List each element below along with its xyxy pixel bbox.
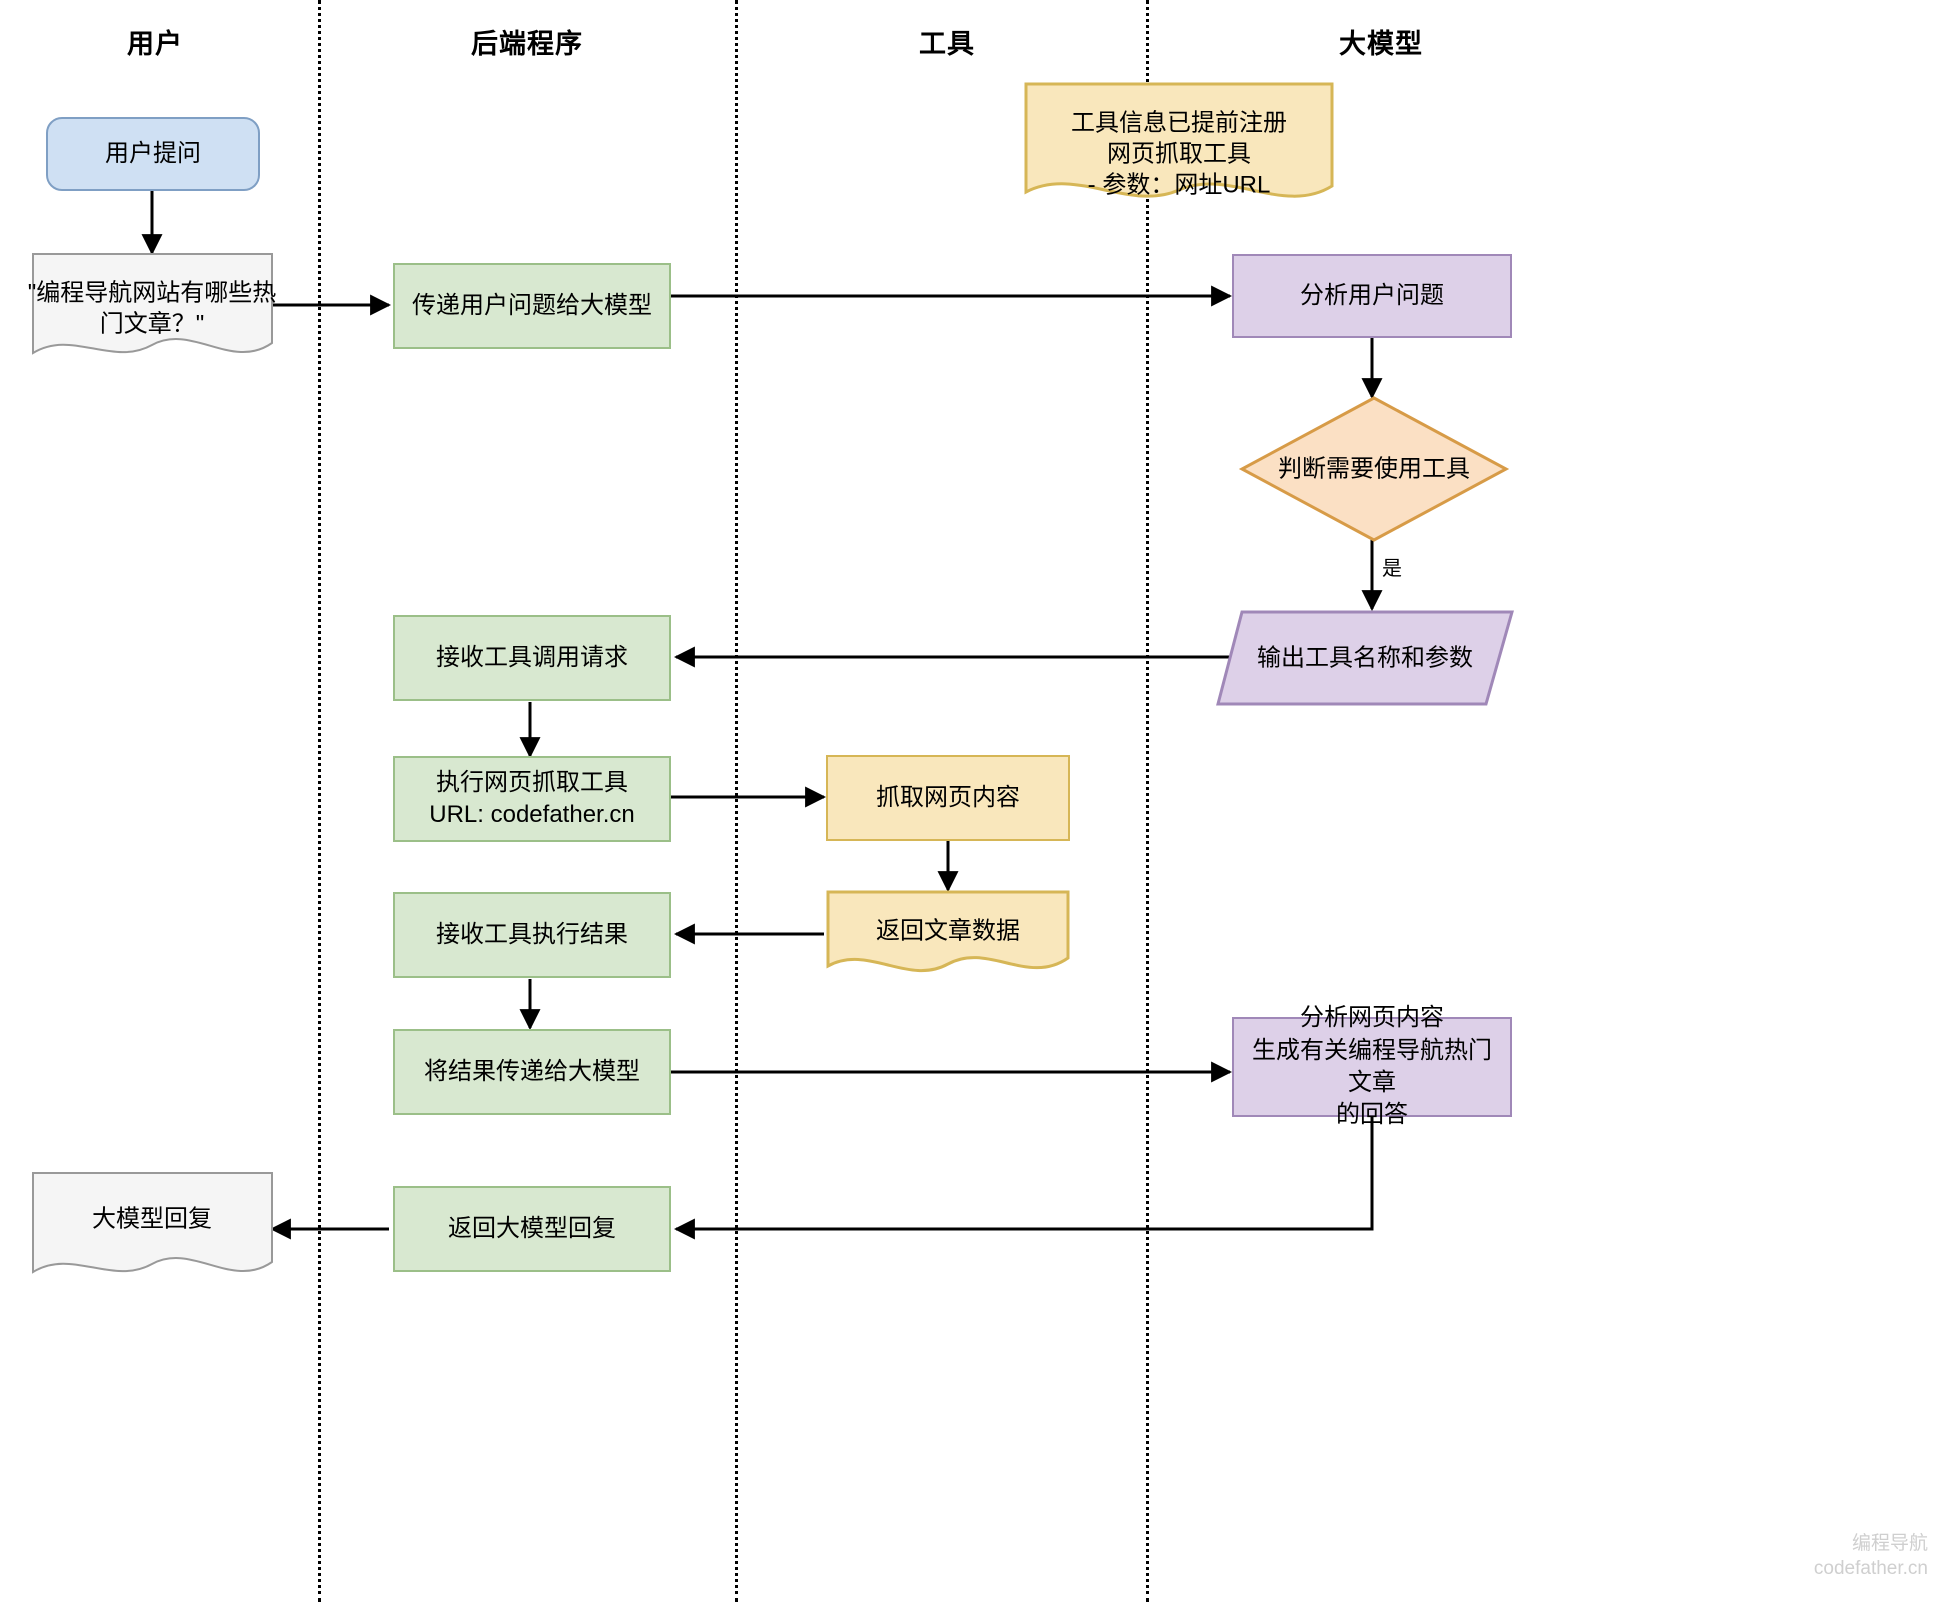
node-tool-registry-note-line2: 网页抓取工具	[1107, 140, 1251, 167]
node-user-question-start-label: 用户提问	[105, 139, 201, 167]
node-fetch-page-content[interactable]: 抓取网页内容	[826, 755, 1070, 841]
node-analyze-question[interactable]: 分析用户问题	[1232, 254, 1512, 338]
node-output-tool-name-args-label: 输出工具名称和参数	[1257, 644, 1473, 671]
node-tool-registry-note[interactable]: 工具信息已提前注册 网页抓取工具 - 参数：网址URL	[1024, 82, 1334, 212]
node-analyze-page-generate-label: 分析网页内容 生成有关编程导航热门文章 的回答	[1252, 1004, 1492, 1129]
lane-title-user: 用户	[127, 29, 183, 59]
lane-title-backend: 后端程序	[471, 29, 583, 59]
node-decide-use-tool[interactable]: 判断需要使用工具	[1238, 396, 1510, 542]
node-tool-registry-note-line3: - 参数：网址URL	[1088, 171, 1271, 198]
node-return-article-data-label: 返回文章数据	[876, 917, 1020, 944]
node-fetch-page-content-label: 抓取网页内容	[876, 783, 1020, 811]
node-user-question-text-line2: 门文章？"	[100, 310, 205, 337]
node-receive-tool-result-label: 接收工具执行结果	[436, 920, 628, 948]
node-user-question-start[interactable]: 用户提问	[46, 117, 260, 191]
node-tool-registry-note-line1: 工具信息已提前注册	[1071, 109, 1287, 136]
lane-title-model: 大模型	[1339, 29, 1423, 59]
lane-title-tool: 工具	[919, 29, 975, 59]
lane-divider-2	[735, 0, 738, 1602]
lane-divider-1	[318, 0, 321, 1602]
edge-analyzepage-to-returnreply	[673, 1117, 1374, 1240]
node-receive-tool-call[interactable]: 接收工具调用请求	[393, 615, 671, 701]
node-execute-fetch-tool-label: 执行网页抓取工具 URL: codefather.cn	[429, 768, 635, 828]
node-user-question-text[interactable]: "编程导航网站有哪些热 门文章？"	[28, 253, 276, 373]
node-pass-result-to-model[interactable]: 将结果传递给大模型	[393, 1029, 671, 1115]
node-return-model-reply[interactable]: 返回大模型回复	[393, 1186, 671, 1272]
watermark-line1: 编程导航	[1851, 1533, 1928, 1554]
node-return-model-reply-label: 返回大模型回复	[448, 1214, 616, 1242]
node-receive-tool-call-label: 接收工具调用请求	[436, 643, 628, 671]
node-output-tool-name-args[interactable]: 输出工具名称和参数	[1216, 610, 1514, 706]
node-execute-fetch-tool[interactable]: 执行网页抓取工具 URL: codefather.cn	[393, 756, 671, 842]
node-receive-tool-result[interactable]: 接收工具执行结果	[393, 892, 671, 978]
node-pass-question[interactable]: 传递用户问题给大模型	[393, 263, 671, 349]
node-model-reply-doc[interactable]: 大模型回复	[32, 1172, 274, 1292]
node-user-question-text-line1: "编程导航网站有哪些热	[28, 279, 277, 306]
node-model-reply-doc-label: 大模型回复	[92, 1205, 212, 1232]
node-analyze-page-generate[interactable]: 分析网页内容 生成有关编程导航热门文章 的回答	[1232, 1004, 1512, 1128]
node-decide-use-tool-label: 判断需要使用工具	[1278, 455, 1470, 482]
node-return-article-data[interactable]: 返回文章数据	[826, 890, 1070, 982]
lane-divider-3	[1146, 0, 1149, 1602]
node-analyze-question-label: 分析用户问题	[1300, 281, 1444, 309]
edge-label-yes: 是	[1382, 558, 1402, 580]
node-pass-question-label: 传递用户问题给大模型	[412, 291, 652, 319]
watermark-line2: codefather.cn	[1813, 1558, 1928, 1579]
node-pass-result-to-model-label: 将结果传递给大模型	[424, 1057, 640, 1085]
